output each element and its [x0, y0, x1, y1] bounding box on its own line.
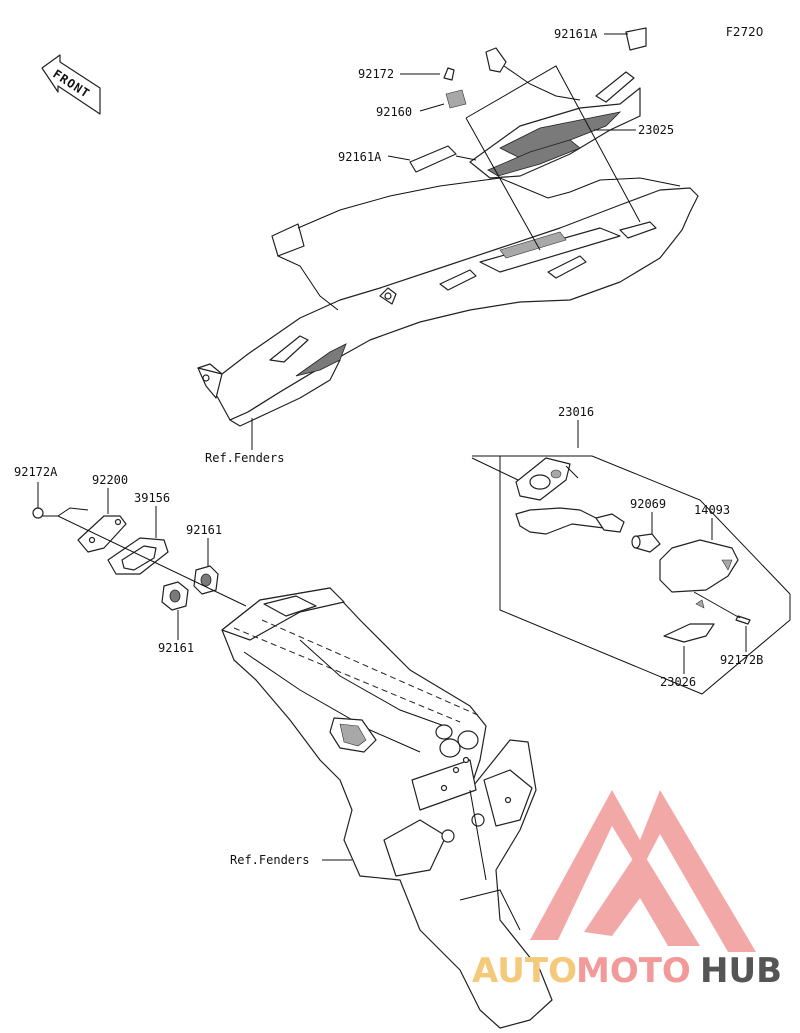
label-14093: 14093 [694, 503, 730, 517]
automotohub-wordmark: AUTO MOTO HUB [472, 951, 782, 991]
label-92172a: 92172A [14, 465, 58, 479]
upper-leaders [251, 33, 636, 450]
label-92172b: 92172B [720, 653, 763, 667]
label-92161a-top: 92161A [554, 27, 598, 41]
svg-text:HUB: HUB [700, 951, 782, 991]
automotohub-logo-icon [530, 790, 756, 952]
label-92160: 92160 [376, 105, 412, 119]
label-92161-upper: 92161 [186, 523, 222, 537]
label-92200: 92200 [92, 473, 128, 487]
label-23016: 23016 [558, 405, 594, 419]
label-92172: 92172 [358, 67, 394, 81]
figure-code: F2720 [726, 25, 763, 39]
label-92161-lower: 92161 [158, 641, 194, 655]
ref-fenders-lower: Ref.Fenders [230, 853, 309, 867]
svg-text:AUTO: AUTO [472, 951, 577, 991]
label-39156: 39156 [134, 491, 170, 505]
rear-fender-drawing [221, 587, 553, 1029]
label-23026: 23026 [660, 675, 696, 689]
right-leaders [577, 420, 747, 674]
label-92069: 92069 [630, 497, 666, 511]
front-arrow-icon: FRONT [41, 54, 101, 115]
seat-cowl-drawing [197, 27, 699, 427]
ref-fenders-upper: Ref.Fenders [205, 451, 284, 465]
turn-signal-drawing [471, 455, 791, 695]
label-23025: 23025 [638, 123, 674, 137]
label-92161a-left: 92161A [338, 150, 382, 164]
svg-text:MOTO: MOTO [576, 951, 691, 991]
left-small-parts [32, 482, 247, 640]
